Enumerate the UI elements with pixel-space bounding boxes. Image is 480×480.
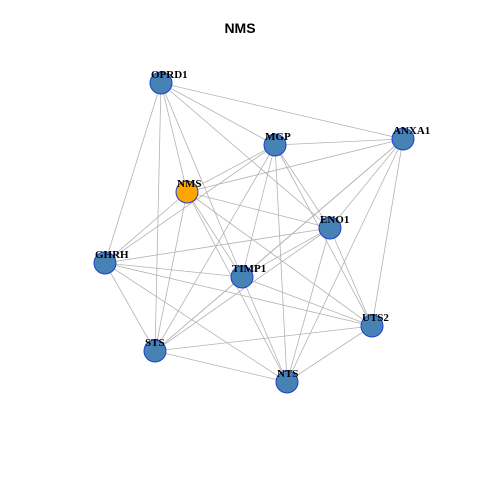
edge-oprd1-mgp: [160, 82, 276, 146]
edge-uts2-nts: [286, 325, 373, 383]
node-layer: [93, 71, 415, 394]
node-oprd1: [149, 71, 173, 95]
node-nts: [275, 370, 299, 394]
node-label-ghrh: GHRH: [95, 249, 129, 261]
node-nms: [175, 180, 199, 204]
node-label-mgp: MGP: [265, 131, 291, 143]
edge-oprd1-anxa1: [160, 82, 404, 140]
node-anxa1: [391, 127, 415, 151]
edge-timp1-nts: [241, 276, 288, 383]
edge-eno1-ghrh: [104, 227, 331, 264]
edge-timp1-sts: [154, 276, 243, 352]
edge-eno1-uts2: [329, 227, 373, 327]
edge-mgp-anxa1: [274, 138, 404, 146]
node-mgp: [263, 133, 287, 157]
edge-nms-sts: [154, 191, 188, 352]
edge-sts-nts: [154, 350, 288, 383]
edge-oprd1-timp1: [160, 82, 243, 278]
edge-eno1-nts: [286, 227, 331, 383]
node-ghrh: [93, 251, 117, 275]
edge-nms-eno1: [186, 191, 331, 229]
edge-uts2-sts: [154, 325, 373, 352]
edge-nms-uts2: [186, 191, 373, 327]
edge-oprd1-ghrh: [104, 82, 162, 264]
edge-mgp-nms: [186, 144, 276, 193]
figure-title: NMS: [224, 20, 256, 36]
edge-mgp-eno1: [274, 144, 331, 229]
edge-ghrh-nts: [104, 262, 288, 383]
edge-nms-timp1: [186, 191, 243, 278]
node-label-timp1: TIMP1: [232, 263, 266, 275]
edge-nms-ghrh: [104, 191, 188, 264]
edge-eno1-timp1: [241, 227, 331, 278]
node-uts2: [360, 314, 384, 338]
edge-anxa1-nms: [186, 138, 404, 193]
edge-mgp-nts: [274, 144, 288, 383]
node-label-nts: NTS: [277, 368, 298, 380]
edge-ghrh-timp1: [104, 262, 243, 278]
edge-oprd1-eno1: [160, 82, 331, 229]
edge-ghrh-sts: [104, 262, 156, 352]
node-label-eno1: ENO1: [320, 214, 349, 226]
node-eno1: [318, 216, 342, 240]
edge-oprd1-nms: [160, 82, 188, 193]
edge-anxa1-nts: [286, 138, 404, 383]
edge-anxa1-eno1: [329, 138, 404, 229]
edge-mgp-timp1: [241, 144, 276, 278]
node-sts: [143, 339, 167, 363]
edge-ghrh-uts2: [104, 262, 373, 327]
node-label-uts2: UTS2: [362, 312, 389, 324]
node-timp1: [230, 265, 254, 289]
node-label-oprd1: OPRD1: [151, 69, 188, 81]
edge-mgp-ghrh: [104, 144, 276, 264]
node-label-nms: NMS: [177, 178, 201, 190]
edge-eno1-sts: [154, 227, 331, 352]
node-label-anxa1: ANXA1: [393, 125, 430, 137]
edge-layer: [104, 82, 404, 383]
node-label-sts: STS: [145, 337, 165, 349]
edge-mgp-sts: [154, 144, 276, 352]
edge-timp1-uts2: [241, 276, 373, 327]
edge-anxa1-uts2: [371, 138, 404, 327]
